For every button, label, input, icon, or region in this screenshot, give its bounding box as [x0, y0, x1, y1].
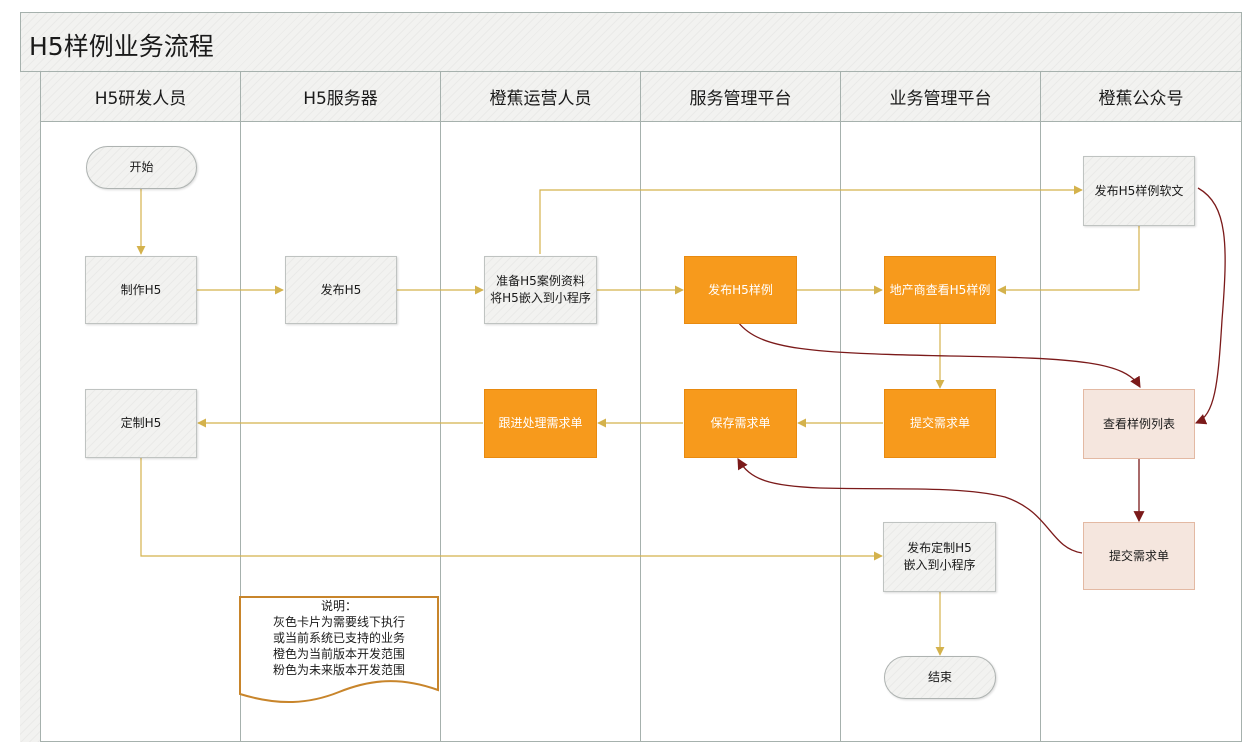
- legend-line: 灰色卡片为需要线下执行: [272, 615, 405, 629]
- edge-submit2-to-save: [737, 458, 1083, 554]
- lane-divider: [840, 122, 841, 742]
- lane-header-business-platform: 业务管理平台: [841, 72, 1041, 122]
- title-bar: H5样例业务流程: [20, 12, 1242, 72]
- legend-text: 说明： 灰色卡片为需要线下执行 或当前系统已支持的业务 橙色为当前版本开发范围 …: [239, 596, 439, 678]
- publish-sample-step: 发布H5样例: [684, 256, 797, 324]
- follow-up-request-step: 跟进处理需求单: [484, 389, 597, 458]
- edge-article-to-list: [1194, 187, 1226, 425]
- legend-line: 粉色为未来版本开发范围: [272, 663, 405, 677]
- custom-h5-step: 定制H5: [85, 389, 197, 458]
- lane-header-h5-server: H5服务器: [241, 72, 441, 122]
- legend-line: 或当前系统已支持的业务: [272, 631, 405, 645]
- view-sample-list-step: 查看样例列表: [1083, 389, 1195, 459]
- lane-header-official-account: 橙蕉公众号: [1041, 72, 1242, 122]
- legend-line: 橙色为当前版本开发范围: [272, 647, 405, 661]
- submit-request-future-step: 提交需求单: [1083, 522, 1195, 590]
- edge-article-to-view: [997, 226, 1140, 295]
- lane-divider: [240, 122, 241, 742]
- diagram-title: H5样例业务流程: [29, 32, 214, 61]
- publish-h5-step: 发布H5: [285, 256, 397, 324]
- legend-note: 说明： 灰色卡片为需要线下执行 或当前系统已支持的业务 橙色为当前版本开发范围 …: [239, 596, 439, 704]
- start-terminal: 开始: [86, 146, 197, 189]
- legend-heading: 说明：: [320, 599, 357, 613]
- lane-divider: [1040, 122, 1041, 742]
- publish-custom-h5-step: 发布定制H5 嵌入到小程序: [883, 522, 996, 592]
- edge-custom-to-publish: [140, 458, 883, 561]
- submit-request-step: 提交需求单: [884, 389, 996, 458]
- lane-header-developer: H5研发人员: [41, 72, 241, 122]
- edge-prepare-to-article: [539, 185, 1083, 254]
- edge-sample-to-list: [737, 321, 1141, 388]
- publish-article-step: 发布H5样例软文: [1083, 156, 1195, 226]
- prepare-materials-step: 准备H5案例资料 将H5嵌入到小程序: [484, 256, 597, 324]
- note-shape-icon: [239, 596, 439, 704]
- end-terminal: 结束: [884, 656, 996, 699]
- lane-header-operations: 橙蕉运营人员: [441, 72, 641, 122]
- save-request-step: 保存需求单: [684, 389, 797, 458]
- lane-header-service-platform: 服务管理平台: [641, 72, 841, 122]
- make-h5-step: 制作H5: [85, 256, 197, 324]
- lane-divider: [440, 122, 441, 742]
- developer-view-sample-step: 地产商查看H5样例: [884, 256, 996, 324]
- lane-divider: [640, 122, 641, 742]
- pool-side-strip: [20, 72, 41, 742]
